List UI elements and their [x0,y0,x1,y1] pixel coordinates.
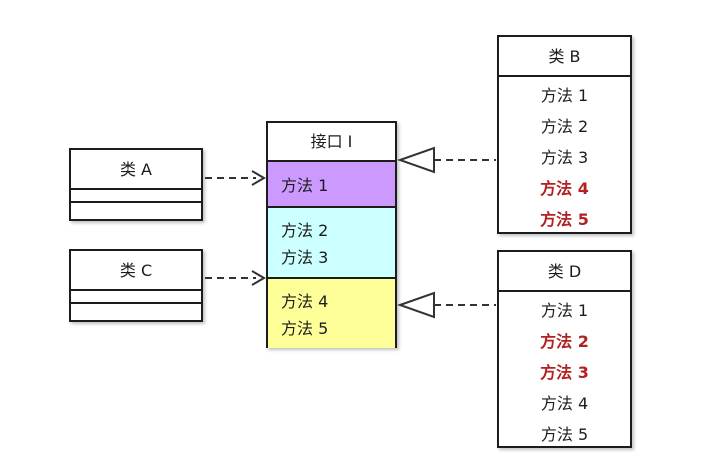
class-d-box: 类 D 方法 1 方法 2 方法 3 方法 4 方法 5 [497,250,632,448]
class-d-method: 方法 3 [540,363,589,382]
class-c-title: 类 C [71,251,201,291]
interface-i-title: 接口 I [310,132,353,151]
dependency-arrow-c-to-interface-icon [205,270,266,286]
class-b-method: 方法 2 [540,117,589,136]
class-d-methods: 方法 1 方法 2 方法 3 方法 4 方法 5 [499,292,630,450]
interface-i-box: 接口 I 方法 1 方法 2 方法 3 方法 4 方法 5 [266,121,397,348]
class-d-method: 方法 4 [540,394,589,413]
interface-segment-yellow: 方法 4 方法 5 [268,277,395,348]
class-a-empty-compartment-1 [71,190,201,203]
realization-arrow-d-to-interface-icon [396,291,496,319]
class-c-empty-compartment-1 [71,291,201,304]
class-b-method: 方法 1 [540,86,589,105]
interface-method: 方法 3 [281,248,329,267]
class-d-method: 方法 1 [540,301,589,320]
class-a-empty-compartment-2 [71,203,201,217]
dependency-arrow-a-to-interface-icon [205,170,266,186]
interface-method: 方法 2 [281,221,329,240]
class-b-box: 类 B 方法 1 方法 2 方法 3 方法 4 方法 5 [497,35,632,234]
class-d-method: 方法 2 [540,332,589,351]
class-b-title: 类 B [499,37,630,77]
class-a-box: 类 A [69,148,203,221]
class-a-title: 类 A [71,150,201,190]
class-b-method: 方法 3 [540,148,589,167]
interface-method: 方法 5 [281,319,329,338]
class-c-box: 类 C [69,249,203,322]
class-d-method: 方法 5 [540,425,589,444]
interface-segment-cyan: 方法 2 方法 3 [268,206,395,277]
interface-method: 方法 4 [281,292,329,311]
interface-segment-purple: 方法 1 [268,160,395,206]
class-b-methods: 方法 1 方法 2 方法 3 方法 4 方法 5 [499,77,630,235]
class-b-method: 方法 5 [540,210,589,229]
realization-arrow-b-to-interface-icon [396,146,496,174]
class-c-empty-compartment-2 [71,304,201,318]
class-d-title: 类 D [499,252,630,292]
interface-method: 方法 1 [281,176,329,195]
class-b-method: 方法 4 [540,179,589,198]
